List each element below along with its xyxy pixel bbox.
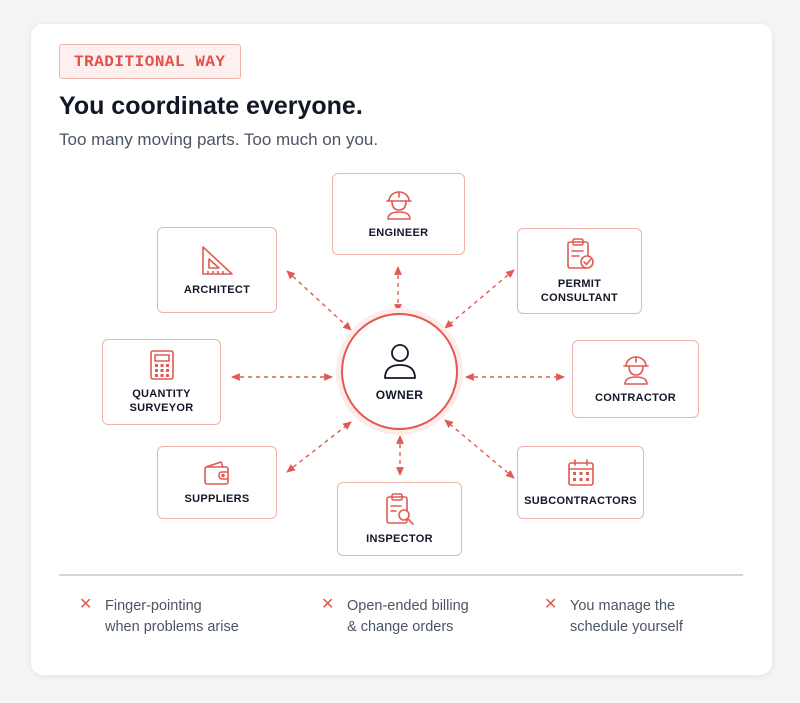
set-square-icon xyxy=(202,246,233,275)
wallet-icon xyxy=(204,460,229,485)
calculator-icon xyxy=(149,350,174,380)
node-architect: ARCHITECT xyxy=(157,227,277,313)
node-subcontractors-label: SUBCONTRACTORS xyxy=(524,494,637,507)
node-contractor: CONTRACTOR xyxy=(572,340,699,418)
x-mark-icon: ✕ xyxy=(321,596,335,613)
node-engineer: ENGINEER xyxy=(332,173,465,255)
traditional-way-badge: TRADITIONAL WAY xyxy=(59,44,241,79)
connector-arrows xyxy=(231,266,565,479)
node-suppliers-label: SUPPLIERS xyxy=(184,492,250,505)
hardhat-worker-icon xyxy=(622,356,649,385)
con-item: ✕ Open-ended billing& change orders xyxy=(321,596,469,638)
node-inspector-label: INSPECTOR xyxy=(366,533,433,545)
arrow-subcontractors xyxy=(444,419,515,479)
hardhat-worker-icon xyxy=(385,191,412,220)
traditional-way-card: TRADITIONAL WAY You coordinate everyone.… xyxy=(31,24,772,675)
card-subtitle: Too many moving parts. Too much on you. xyxy=(59,130,379,149)
con-text: Open-ended billing& change orders xyxy=(347,598,469,635)
node-owner-label: OWNER xyxy=(375,387,424,402)
x-mark-icon: ✕ xyxy=(544,596,558,613)
card-title: You coordinate everyone. xyxy=(59,92,363,120)
node-architect-label: ARCHITECT xyxy=(183,284,251,296)
divider xyxy=(59,574,743,576)
node-engineer-label: ENGINEER xyxy=(368,227,429,239)
clipboard-check-icon xyxy=(566,238,594,269)
node-owner: OWNER xyxy=(341,313,458,430)
calendar-icon xyxy=(567,458,594,486)
clipboard-search-icon xyxy=(385,493,414,525)
person-icon xyxy=(383,343,416,379)
arrow-architect xyxy=(286,270,352,331)
node-contractor-label: CONTRACTOR xyxy=(594,392,676,404)
node-suppliers: SUPPLIERS xyxy=(157,446,277,519)
arrow-suppliers xyxy=(286,421,352,473)
node-subcontractors: SUBCONTRACTORS xyxy=(517,446,644,519)
node-inspector: INSPECTOR xyxy=(337,482,462,556)
arrow-permit xyxy=(444,269,515,329)
x-mark-icon: ✕ xyxy=(79,596,93,613)
